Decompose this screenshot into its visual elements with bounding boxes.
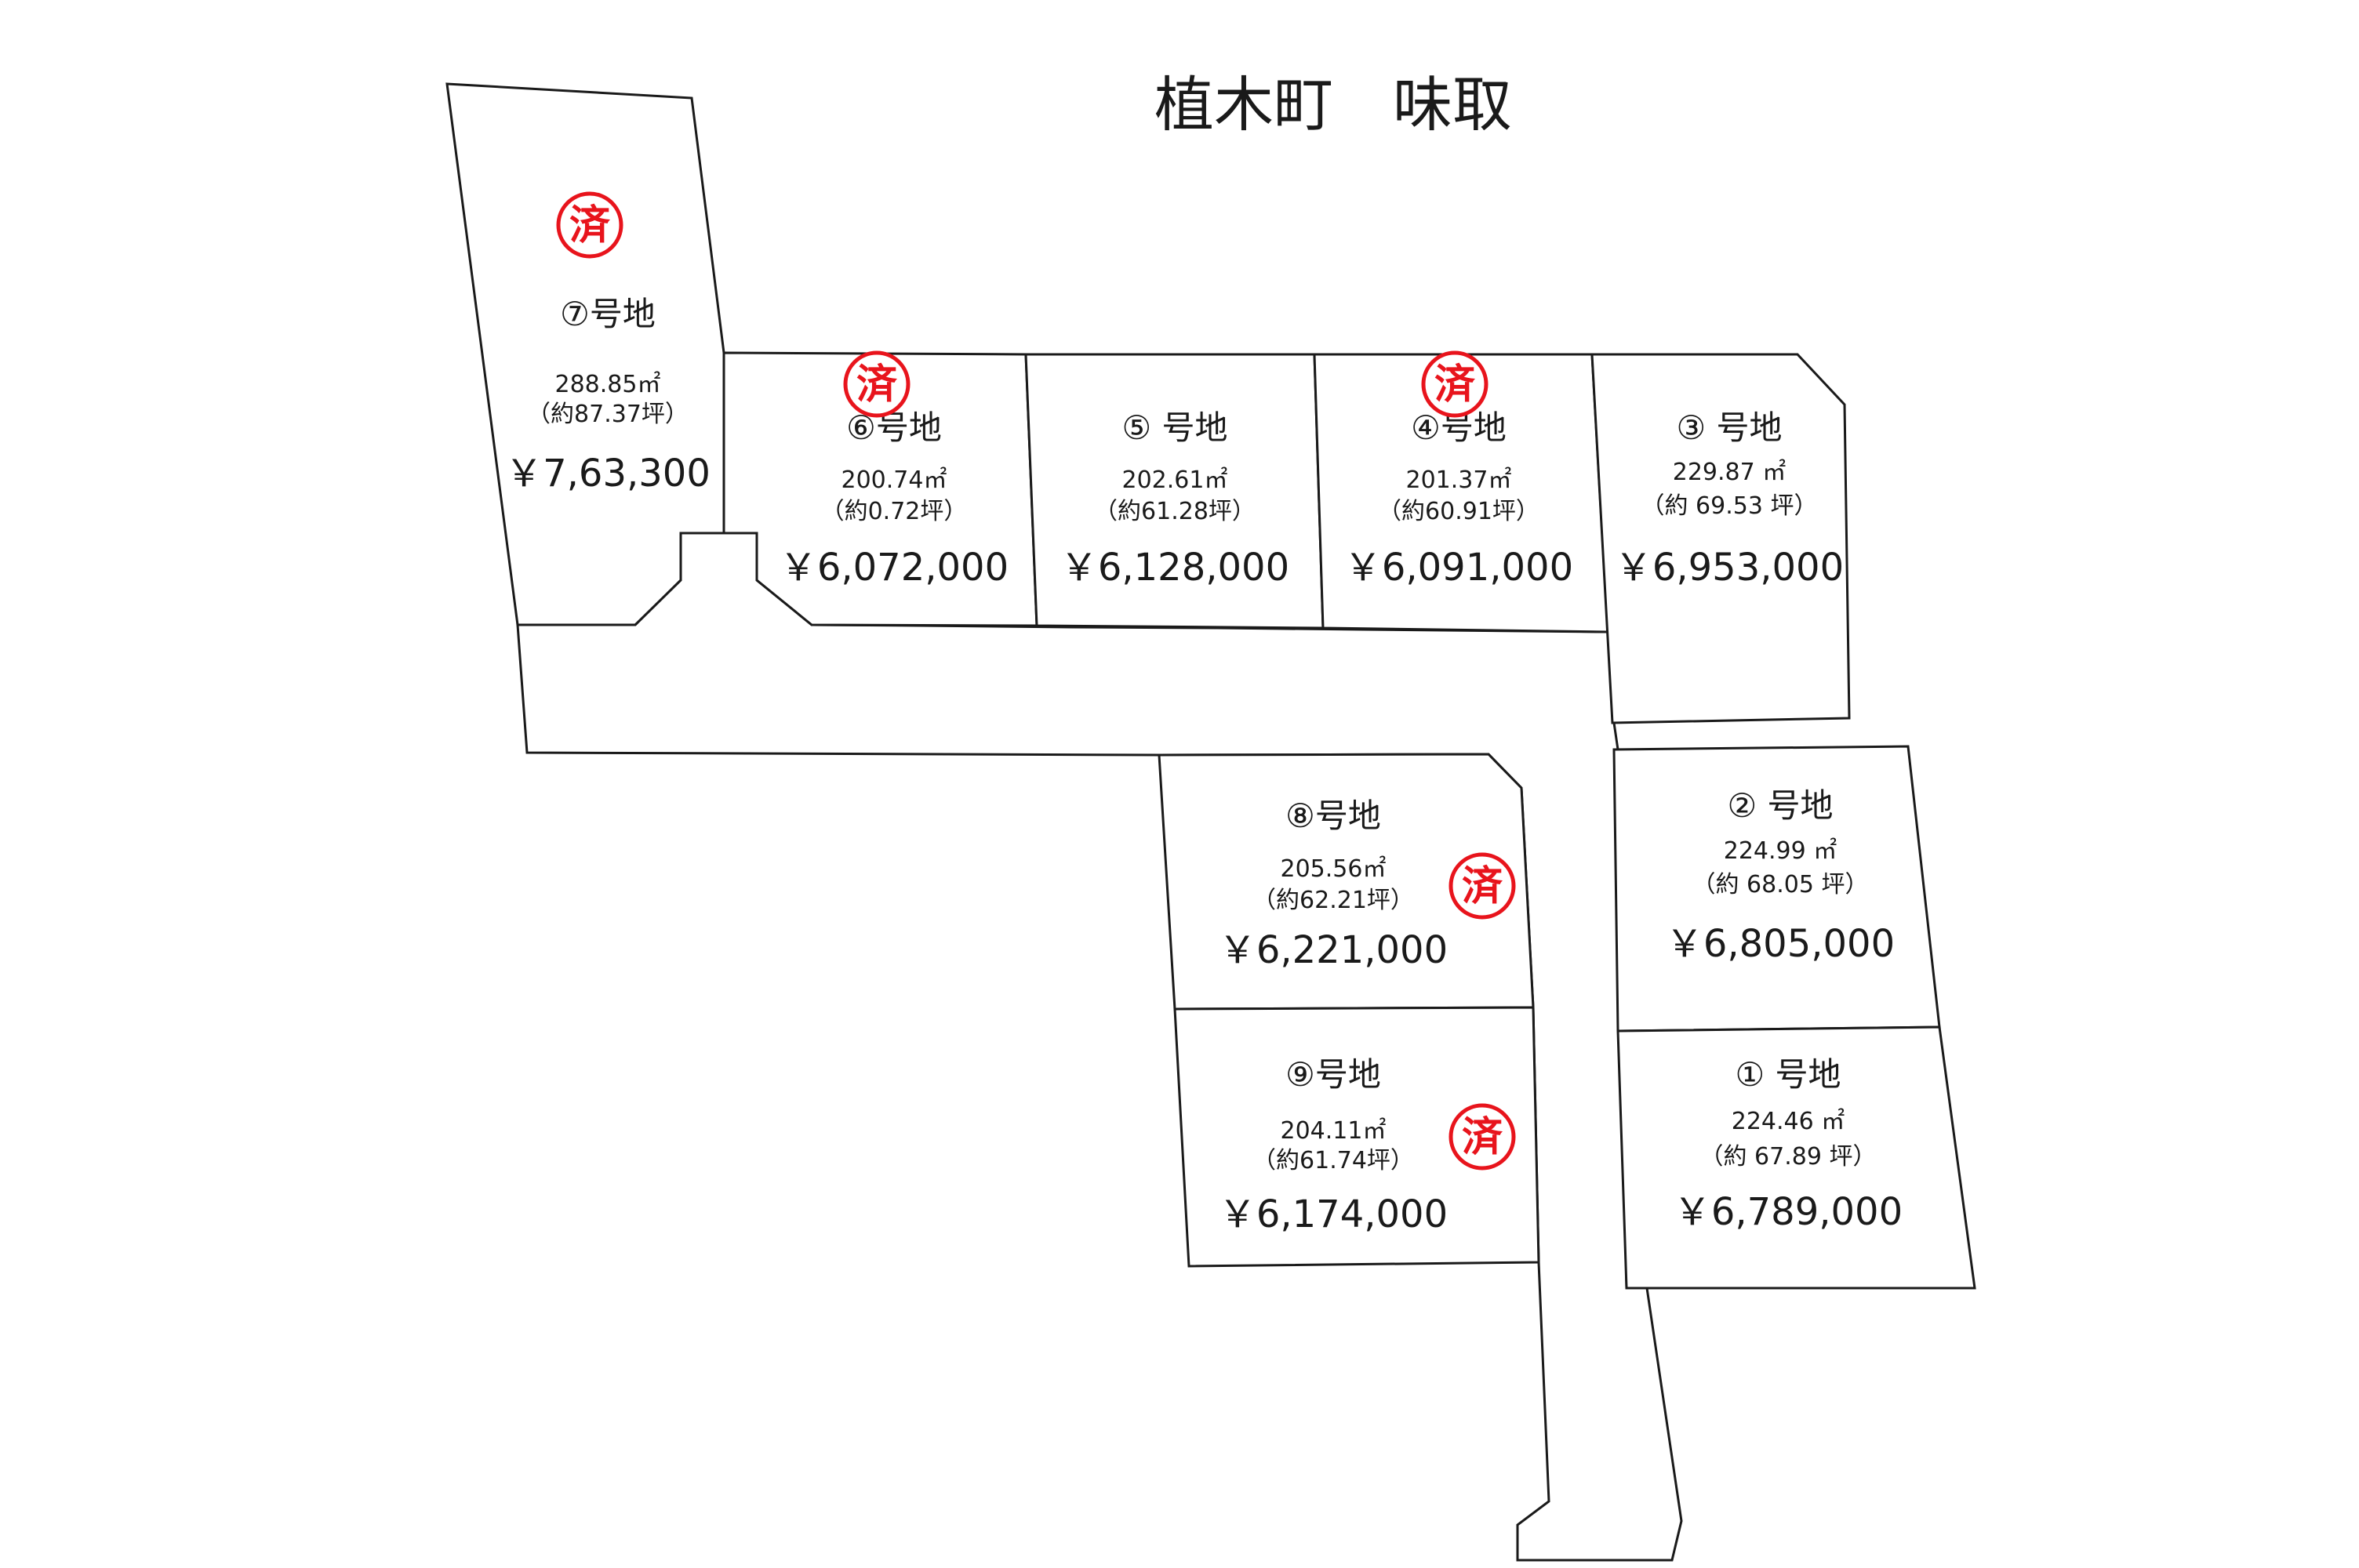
lot-6-price: ￥6,072,000 [780, 546, 1009, 590]
lot-7-sold-stamp: 済 [556, 191, 623, 259]
lot-2-tsubo: （約 68.05 坪） [1692, 871, 1869, 898]
sold-stamp-text: 済 [856, 361, 898, 408]
lot-7-area: 288.85㎡ [555, 371, 661, 398]
lot-4-tsubo: （約60.91坪） [1378, 498, 1539, 525]
lot-9-number: ⑨号地 [1285, 1055, 1381, 1094]
lot-1-number: ① 号地 [1735, 1055, 1841, 1094]
lot-7-tsubo: （約87.37坪） [527, 401, 689, 428]
lot-2-price: ￥6,805,000 [1666, 922, 1895, 966]
lot-8-parcel[interactable] [1158, 753, 1535, 1011]
sold-stamp-ring-icon [843, 350, 911, 418]
lot-4-sold-stamp: 済 [1421, 350, 1488, 418]
sold-stamp-ring-icon [1421, 350, 1488, 418]
sold-stamp-text: 済 [569, 201, 611, 249]
lot-5-price: ￥6,128,000 [1060, 546, 1289, 590]
lot-9-tsubo: （約61.74坪） [1252, 1147, 1414, 1174]
lot-2-number: ② 号地 [1727, 786, 1833, 825]
lot-6-sold-stamp: 済 [843, 350, 911, 418]
lot-8-price: ￥6,221,000 [1219, 928, 1448, 972]
sold-stamp-text: 済 [1434, 361, 1476, 408]
lot-7-parcel[interactable] [445, 82, 758, 626]
lot-8-number: ⑧号地 [1285, 797, 1381, 835]
lot-5-tsubo: （約61.28坪） [1094, 498, 1256, 525]
sold-stamp-text: 済 [1462, 862, 1503, 910]
lot-1-price: ￥6,789,000 [1674, 1190, 1903, 1234]
lot-8-area: 205.56㎡ [1281, 855, 1387, 883]
lot-7-number: ⑦号地 [560, 295, 656, 333]
lot-9-area: 204.11㎡ [1281, 1117, 1387, 1145]
sold-stamp-ring-icon [556, 191, 623, 259]
lot-8-tsubo: （約62.21坪） [1252, 887, 1414, 914]
lot-3-parcel[interactable] [1590, 353, 1851, 724]
lot-5-area: 202.61㎡ [1122, 466, 1228, 494]
page-title: 植木町 味取 [1154, 70, 1512, 140]
lot-3-area: 229.87 ㎡ [1673, 459, 1787, 486]
sold-stamp-ring-icon [1448, 852, 1516, 920]
lot-5-number: ⑤ 号地 [1121, 408, 1227, 447]
lot-3-tsubo: （約 69.53 坪） [1641, 492, 1818, 520]
lot-8-sold-stamp: 済 [1448, 852, 1516, 920]
lot-6-tsubo: （約0.72坪） [821, 498, 968, 525]
lot-3-number: ③ 号地 [1676, 408, 1782, 447]
sold-stamp-text: 済 [1462, 1113, 1503, 1161]
lot-1-area: 224.46 ㎡ [1732, 1108, 1845, 1135]
lot-9-sold-stamp: 済 [1448, 1103, 1516, 1171]
lot-2-area: 224.99 ㎡ [1724, 837, 1837, 865]
lot-4-area: 201.37㎡ [1406, 466, 1512, 494]
sold-stamp-ring-icon [1448, 1103, 1516, 1171]
lot-1-parcel[interactable] [1616, 1025, 1976, 1290]
lot-1-tsubo: （約 67.89 坪） [1700, 1143, 1877, 1171]
lot-6-number: ⑥号地 [846, 408, 942, 447]
lot-7-price: ￥7,63,300 [505, 452, 711, 495]
lot-3-price: ￥6,953,000 [1615, 546, 1844, 590]
lot-9-price: ￥6,174,000 [1219, 1192, 1448, 1236]
lot-6-area: 200.74㎡ [841, 466, 947, 494]
lot-4-price: ￥6,091,000 [1344, 546, 1573, 590]
lot-9-parcel[interactable] [1173, 1006, 1540, 1268]
lot-labels: ⑦号地288.85㎡（約87.37坪）￥7,63,300済⑥号地200.74㎡（… [505, 191, 1903, 1236]
